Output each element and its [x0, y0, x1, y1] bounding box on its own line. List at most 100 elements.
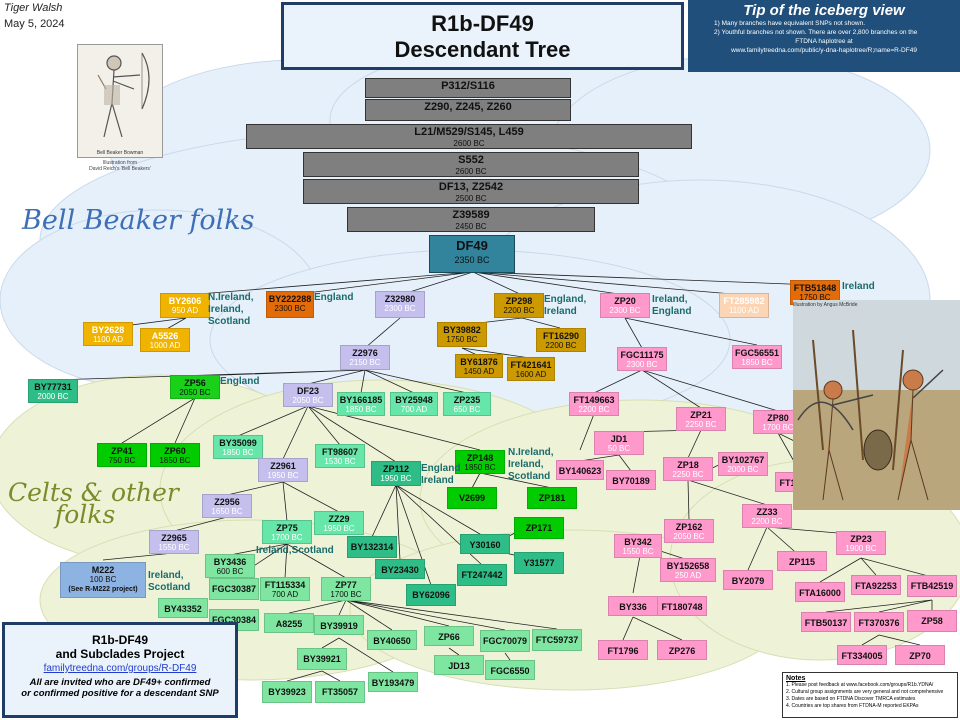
node-by140623[interactable]: BY140623 [556, 460, 604, 480]
node-y30160[interactable]: Y30160 [460, 534, 510, 554]
trunk-node-s552[interactable]: S552 2600 BC [303, 152, 639, 177]
node-by43352[interactable]: BY43352 [158, 598, 208, 618]
node-ft334005[interactable]: FT334005 [837, 645, 887, 665]
note-3: 3. Dates are based on FTDNA Discover TMR… [786, 696, 916, 702]
node-ft180748[interactable]: FT180748 [657, 596, 707, 616]
node-by23430[interactable]: BY23430 [375, 559, 425, 579]
node-zp66[interactable]: ZP66 [424, 626, 474, 646]
node-a8255[interactable]: A8255 [264, 613, 314, 633]
node-zp70[interactable]: ZP70 [895, 645, 945, 665]
node-fta16000[interactable]: FTA16000 [795, 582, 845, 602]
node-zp115[interactable]: ZP115 [777, 551, 827, 571]
node-by336[interactable]: BY336 [608, 596, 658, 616]
node-zp58[interactable]: ZP58 [907, 610, 957, 632]
node-by39923[interactable]: BY39923 [262, 681, 312, 703]
node-zp181[interactable]: ZP181 [527, 487, 577, 509]
node-by70189[interactable]: BY70189 [606, 470, 656, 490]
node-zp171[interactable]: ZP171 [514, 517, 564, 539]
node-ft247442[interactable]: FT247442 [457, 564, 507, 586]
project-link[interactable]: familytreedna.com/groups/R-DF49 [43, 663, 197, 674]
node-y31577[interactable]: Y31577 [514, 552, 564, 574]
node-by193479[interactable]: BY193479 [368, 672, 418, 692]
trunk-node-df13[interactable]: DF13, Z2542 2500 BC [303, 179, 639, 204]
node-fta92253[interactable]: FTA92253 [851, 575, 901, 595]
node-label: BY39919 [320, 621, 358, 631]
node-ftb42519[interactable]: FTB42519 [907, 575, 957, 597]
node-fgc30387[interactable]: FGC30387 [209, 578, 259, 600]
node-v2699[interactable]: V2699 [447, 487, 497, 509]
node-by39919[interactable]: BY39919 [314, 615, 364, 635]
node-label: BY61876 [460, 357, 498, 367]
node-date: 1850 BC [222, 448, 254, 457]
trunk-node-l21[interactable]: L21/M529/S145, L459 2600 BC [246, 124, 692, 149]
node-ft370376[interactable]: FT370376 [854, 612, 904, 632]
node-by39921[interactable]: BY39921 [297, 648, 347, 670]
trunk-node-p312[interactable]: P312/S116 [365, 78, 571, 98]
node-by2079[interactable]: BY2079 [723, 570, 773, 590]
node-m222[interactable]: M222 100 BC (See R-M222 project) [60, 562, 146, 598]
trunk-node-z39589[interactable]: Z39589 2450 BC [347, 207, 595, 232]
node-ftc59737[interactable]: FTC59737 [532, 629, 582, 651]
node-ft35057[interactable]: FT35057 [315, 681, 365, 703]
note-1: 1. Please post feedback at www.facebook.… [786, 682, 934, 688]
node-zp276[interactable]: ZP276 [657, 640, 707, 660]
node-by132314[interactable]: BY132314 [347, 536, 397, 558]
node-by40650[interactable]: BY40650 [367, 630, 417, 650]
node-fgc6550[interactable]: FGC6550 [485, 660, 535, 680]
node-ftb50137[interactable]: FTB50137 [801, 612, 851, 632]
node-by62096[interactable]: BY62096 [406, 584, 456, 606]
node-label: ZP18 [677, 460, 699, 470]
node-label: FT285982 [723, 296, 765, 306]
node-jd13[interactable]: JD13 [434, 655, 484, 675]
node-ft1796[interactable]: FT1796 [598, 640, 648, 660]
trunk-node-z290[interactable]: Z290, Z245, Z260 [365, 99, 571, 121]
root-node-df49[interactable]: DF49 2350 BC [429, 235, 515, 273]
node-fgc70079[interactable]: FGC70079 [480, 630, 530, 652]
